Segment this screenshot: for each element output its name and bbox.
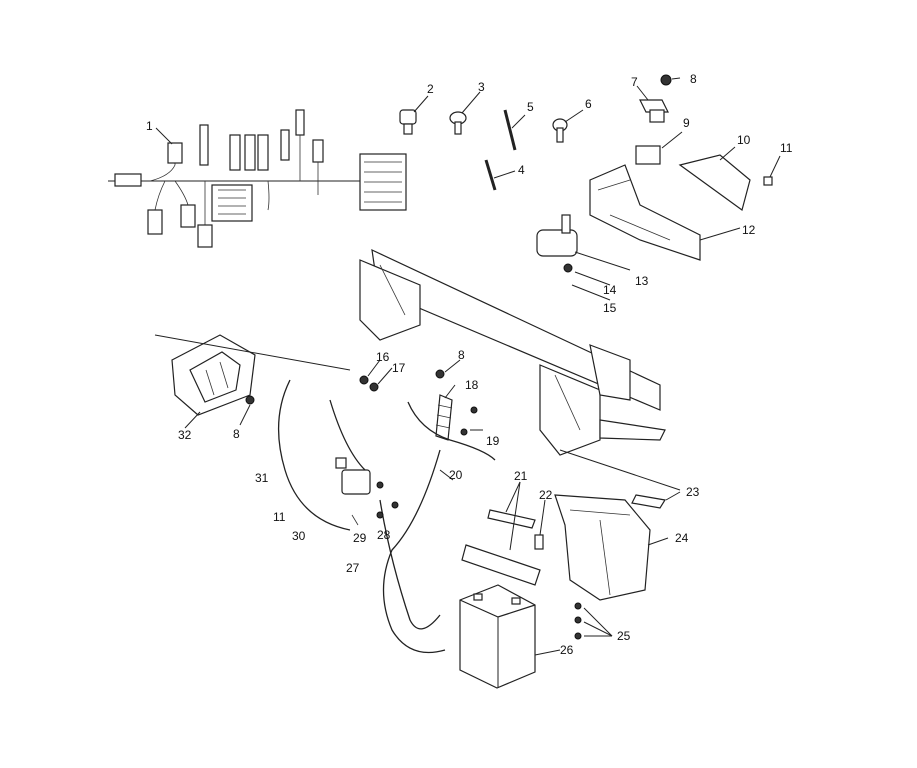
- label-29: 29: [353, 531, 367, 545]
- label-8-top: 8: [690, 72, 697, 86]
- label-14: 14: [603, 283, 617, 297]
- label-18: 18: [465, 378, 479, 392]
- label-11-top: 11: [780, 141, 793, 155]
- label-5: 5: [527, 100, 534, 114]
- label-3: 3: [478, 80, 485, 94]
- cover: [154, 334, 351, 429]
- label-15: 15: [603, 301, 617, 315]
- label-8-left: 8: [233, 427, 240, 441]
- label-27: 27: [346, 561, 360, 575]
- battery-box: [461, 481, 681, 640]
- label-28: 28: [377, 528, 391, 542]
- label-13: 13: [635, 274, 649, 288]
- battery-bracket: [589, 164, 741, 261]
- label-1: 1: [146, 119, 153, 133]
- label-19: 19: [486, 434, 500, 448]
- label-31: 31: [255, 471, 269, 485]
- label-22: 22: [539, 488, 553, 502]
- label-21: 21: [514, 469, 528, 483]
- label-16: 16: [376, 350, 390, 364]
- small-parts: [399, 74, 781, 211]
- label-26: 26: [560, 643, 574, 657]
- battery: [459, 584, 561, 689]
- frame: [359, 248, 681, 491]
- label-23: 23: [686, 485, 700, 499]
- cables: [277, 359, 496, 654]
- label-20: 20: [449, 468, 463, 482]
- solenoid: [536, 214, 631, 301]
- label-7: 7: [631, 75, 638, 89]
- label-32: 32: [178, 428, 192, 442]
- label-10: 10: [737, 133, 751, 147]
- label-25: 25: [617, 629, 631, 643]
- label-12: 12: [742, 223, 756, 237]
- label-30: 30: [292, 529, 306, 543]
- label-2: 2: [427, 82, 434, 96]
- label-11-mid: 11: [273, 510, 286, 524]
- label-24: 24: [675, 531, 689, 545]
- label-6: 6: [585, 97, 592, 111]
- label-17: 17: [392, 361, 406, 375]
- wiring-harness: [108, 109, 407, 248]
- callout-labels: 1 2 3 4 5 6 7 8 9 10 11 12 13 14 15 16 1…: [146, 72, 793, 657]
- label-4: 4: [518, 163, 525, 177]
- label-8-mid: 8: [458, 348, 465, 362]
- label-9: 9: [683, 116, 690, 130]
